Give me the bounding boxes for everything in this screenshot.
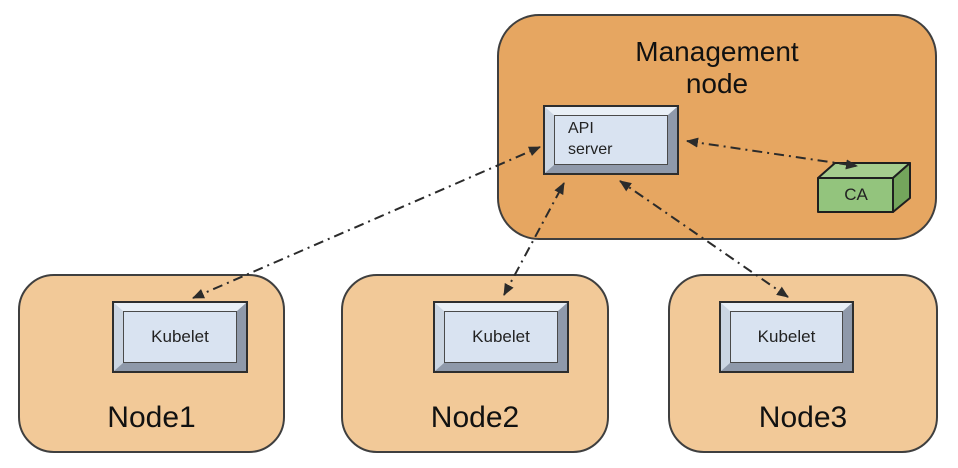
kubelet-node1-label: Kubelet (123, 311, 237, 363)
kubelet-node2-bevel: Kubelet (435, 303, 567, 371)
management-node-title: Management node (635, 36, 799, 99)
node1-title: Node1 (107, 401, 196, 434)
node2-title: Node2 (430, 401, 520, 434)
kubelet-node2-label: Kubelet (444, 311, 558, 363)
kubelet-node1-box: Kubelet (112, 301, 248, 373)
api-server-bevel: API server (545, 107, 677, 173)
api-server-label: API server (554, 115, 668, 165)
kubelet-node3-box: Kubelet (719, 301, 854, 373)
kubelet-node1-bevel: Kubelet (114, 303, 246, 371)
kubelet-node2-box: Kubelet (433, 301, 569, 373)
ca-label: CA (844, 185, 868, 204)
kubelet-node3-label: Kubelet (730, 311, 843, 363)
node3-title: Node3 (758, 401, 848, 434)
kubelet-node3-bevel: Kubelet (721, 303, 852, 371)
api-server-box: API server (543, 105, 679, 175)
